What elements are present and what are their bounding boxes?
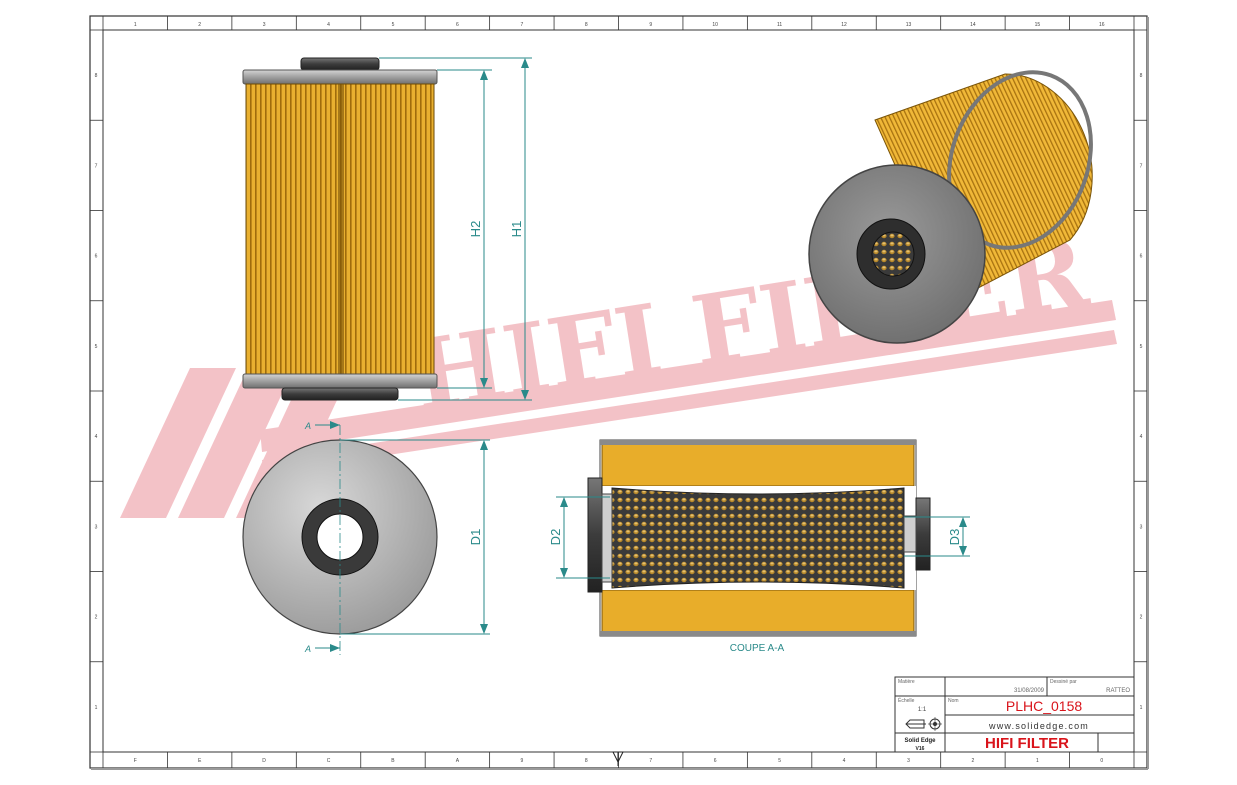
section-spigot-left <box>587 477 603 593</box>
zone-label-bottom: 2 <box>972 758 975 764</box>
zone-label-top: 10 <box>712 22 718 28</box>
zone-label-bottom: 4 <box>843 758 846 764</box>
tb-label-drawn-by: Dessiné par <box>1050 679 1077 685</box>
d2-d3-dimensions <box>556 496 970 579</box>
zone-label-right: 2 <box>1140 615 1143 621</box>
zone-label-right: 1 <box>1140 705 1143 711</box>
zone-label-bottom: 0 <box>1100 758 1103 764</box>
bottom-end-cap <box>242 373 438 389</box>
zone-label-top: 11 <box>777 22 782 28</box>
zone-label-top: 4 <box>327 22 330 28</box>
dim-h2-label: H2 <box>468 221 483 238</box>
isometric-view <box>808 70 1093 344</box>
section-arrow-top-label: A <box>304 421 311 431</box>
zone-label-right: 4 <box>1140 434 1143 440</box>
zone-label-top: 6 <box>456 22 459 28</box>
zone-label-top: 5 <box>392 22 395 28</box>
zone-label-left: 8 <box>95 73 98 79</box>
zone-label-left: 7 <box>95 163 98 169</box>
zone-label-top: 13 <box>906 22 912 28</box>
zone-label-bottom: 8 <box>585 758 588 764</box>
zone-label-top: 1 <box>134 22 137 28</box>
zone-label-bottom: B <box>391 758 395 764</box>
watermark-underline-2 <box>262 330 1117 474</box>
end-view <box>242 421 438 655</box>
tb-label-scale: Échelle <box>898 697 915 704</box>
dim-d2-label: D2 <box>548 529 563 546</box>
zone-label-bottom: 6 <box>714 758 717 764</box>
zone-label-top: 14 <box>970 22 976 28</box>
section-view <box>587 439 931 637</box>
zone-label-bottom: 7 <box>649 758 652 764</box>
iso-core <box>871 231 915 277</box>
zone-label-right: 8 <box>1140 73 1143 79</box>
zone-label-top: 15 <box>1035 22 1041 28</box>
zone-label-right: 3 <box>1140 524 1143 530</box>
dim-h1-label: H1 <box>509 221 524 238</box>
side-view <box>242 57 438 401</box>
zone-label-right: 6 <box>1140 254 1143 260</box>
tb-drawn-by: RATTEO <box>1106 688 1130 694</box>
section-spigot-right <box>915 497 931 571</box>
section-arrow-bottom-label: A <box>304 644 311 654</box>
height-dimensions <box>379 57 532 401</box>
zone-label-bottom: A <box>456 758 460 764</box>
zone-label-left: 2 <box>95 615 98 621</box>
section-media-top <box>601 441 915 487</box>
iso-media-body <box>874 73 1093 301</box>
top-end-cap <box>242 69 438 85</box>
zone-label-bottom: D <box>262 758 266 764</box>
title-block <box>894 676 1135 753</box>
tb-part-number: PLHC_0158 <box>1006 698 1082 714</box>
zone-marks: 1F2E3D4C5B6A7988971061151241331421511608… <box>90 16 1147 768</box>
tb-label-name: Nom <box>948 698 959 704</box>
tb-label-material: Matière <box>898 679 915 685</box>
zone-label-top: 8 <box>585 22 588 28</box>
zone-label-top: 7 <box>520 22 523 28</box>
tb-scale: 1:1 <box>918 707 927 713</box>
tb-website: www.solidedge.com <box>988 721 1089 731</box>
zone-label-left: 5 <box>95 344 98 350</box>
zone-label-top: 12 <box>841 22 847 28</box>
zone-label-bottom: 9 <box>520 758 523 764</box>
perforated-core <box>611 487 905 589</box>
d1-dimension <box>340 439 490 635</box>
bottom-spigot <box>281 387 399 401</box>
zone-label-left: 3 <box>95 524 98 530</box>
section-media-bottom <box>601 589 915 635</box>
watermark-stripe-1 <box>120 368 236 518</box>
zone-label-bottom: 1 <box>1036 758 1039 764</box>
zone-label-top: 2 <box>198 22 201 28</box>
zone-label-right: 7 <box>1140 163 1143 169</box>
zone-label-right: 5 <box>1140 344 1143 350</box>
zone-label-bottom: 5 <box>778 758 781 764</box>
top-spigot <box>300 57 380 71</box>
zone-label-bottom: C <box>327 758 331 764</box>
zone-label-top: 16 <box>1099 22 1105 28</box>
centering-mark-icon <box>612 751 624 766</box>
media-seam <box>338 84 344 374</box>
dim-d3-label: D3 <box>947 529 962 546</box>
zone-label-bottom: 3 <box>907 758 910 764</box>
zone-label-top: 9 <box>649 22 652 28</box>
zone-label-left: 6 <box>95 254 98 260</box>
zone-label-left: 1 <box>95 705 98 711</box>
tb-software-version: V16 <box>916 746 925 752</box>
dim-d1-label: D1 <box>468 529 483 546</box>
solid-edge-logo-icon <box>905 717 942 731</box>
section-caption: COUPE A-A <box>730 643 785 654</box>
zone-label-bottom: E <box>198 758 202 764</box>
zone-label-top: 3 <box>263 22 266 28</box>
watermark-stripe-2 <box>178 368 294 518</box>
iso-back-cap <box>947 70 1093 250</box>
tb-software: Solid Edge <box>904 738 936 744</box>
zone-label-bottom: F <box>134 758 137 764</box>
tb-date: 31/08/2009 <box>1014 688 1045 694</box>
tb-company: HIFI FILTER <box>985 735 1069 752</box>
zone-label-left: 4 <box>95 434 98 440</box>
